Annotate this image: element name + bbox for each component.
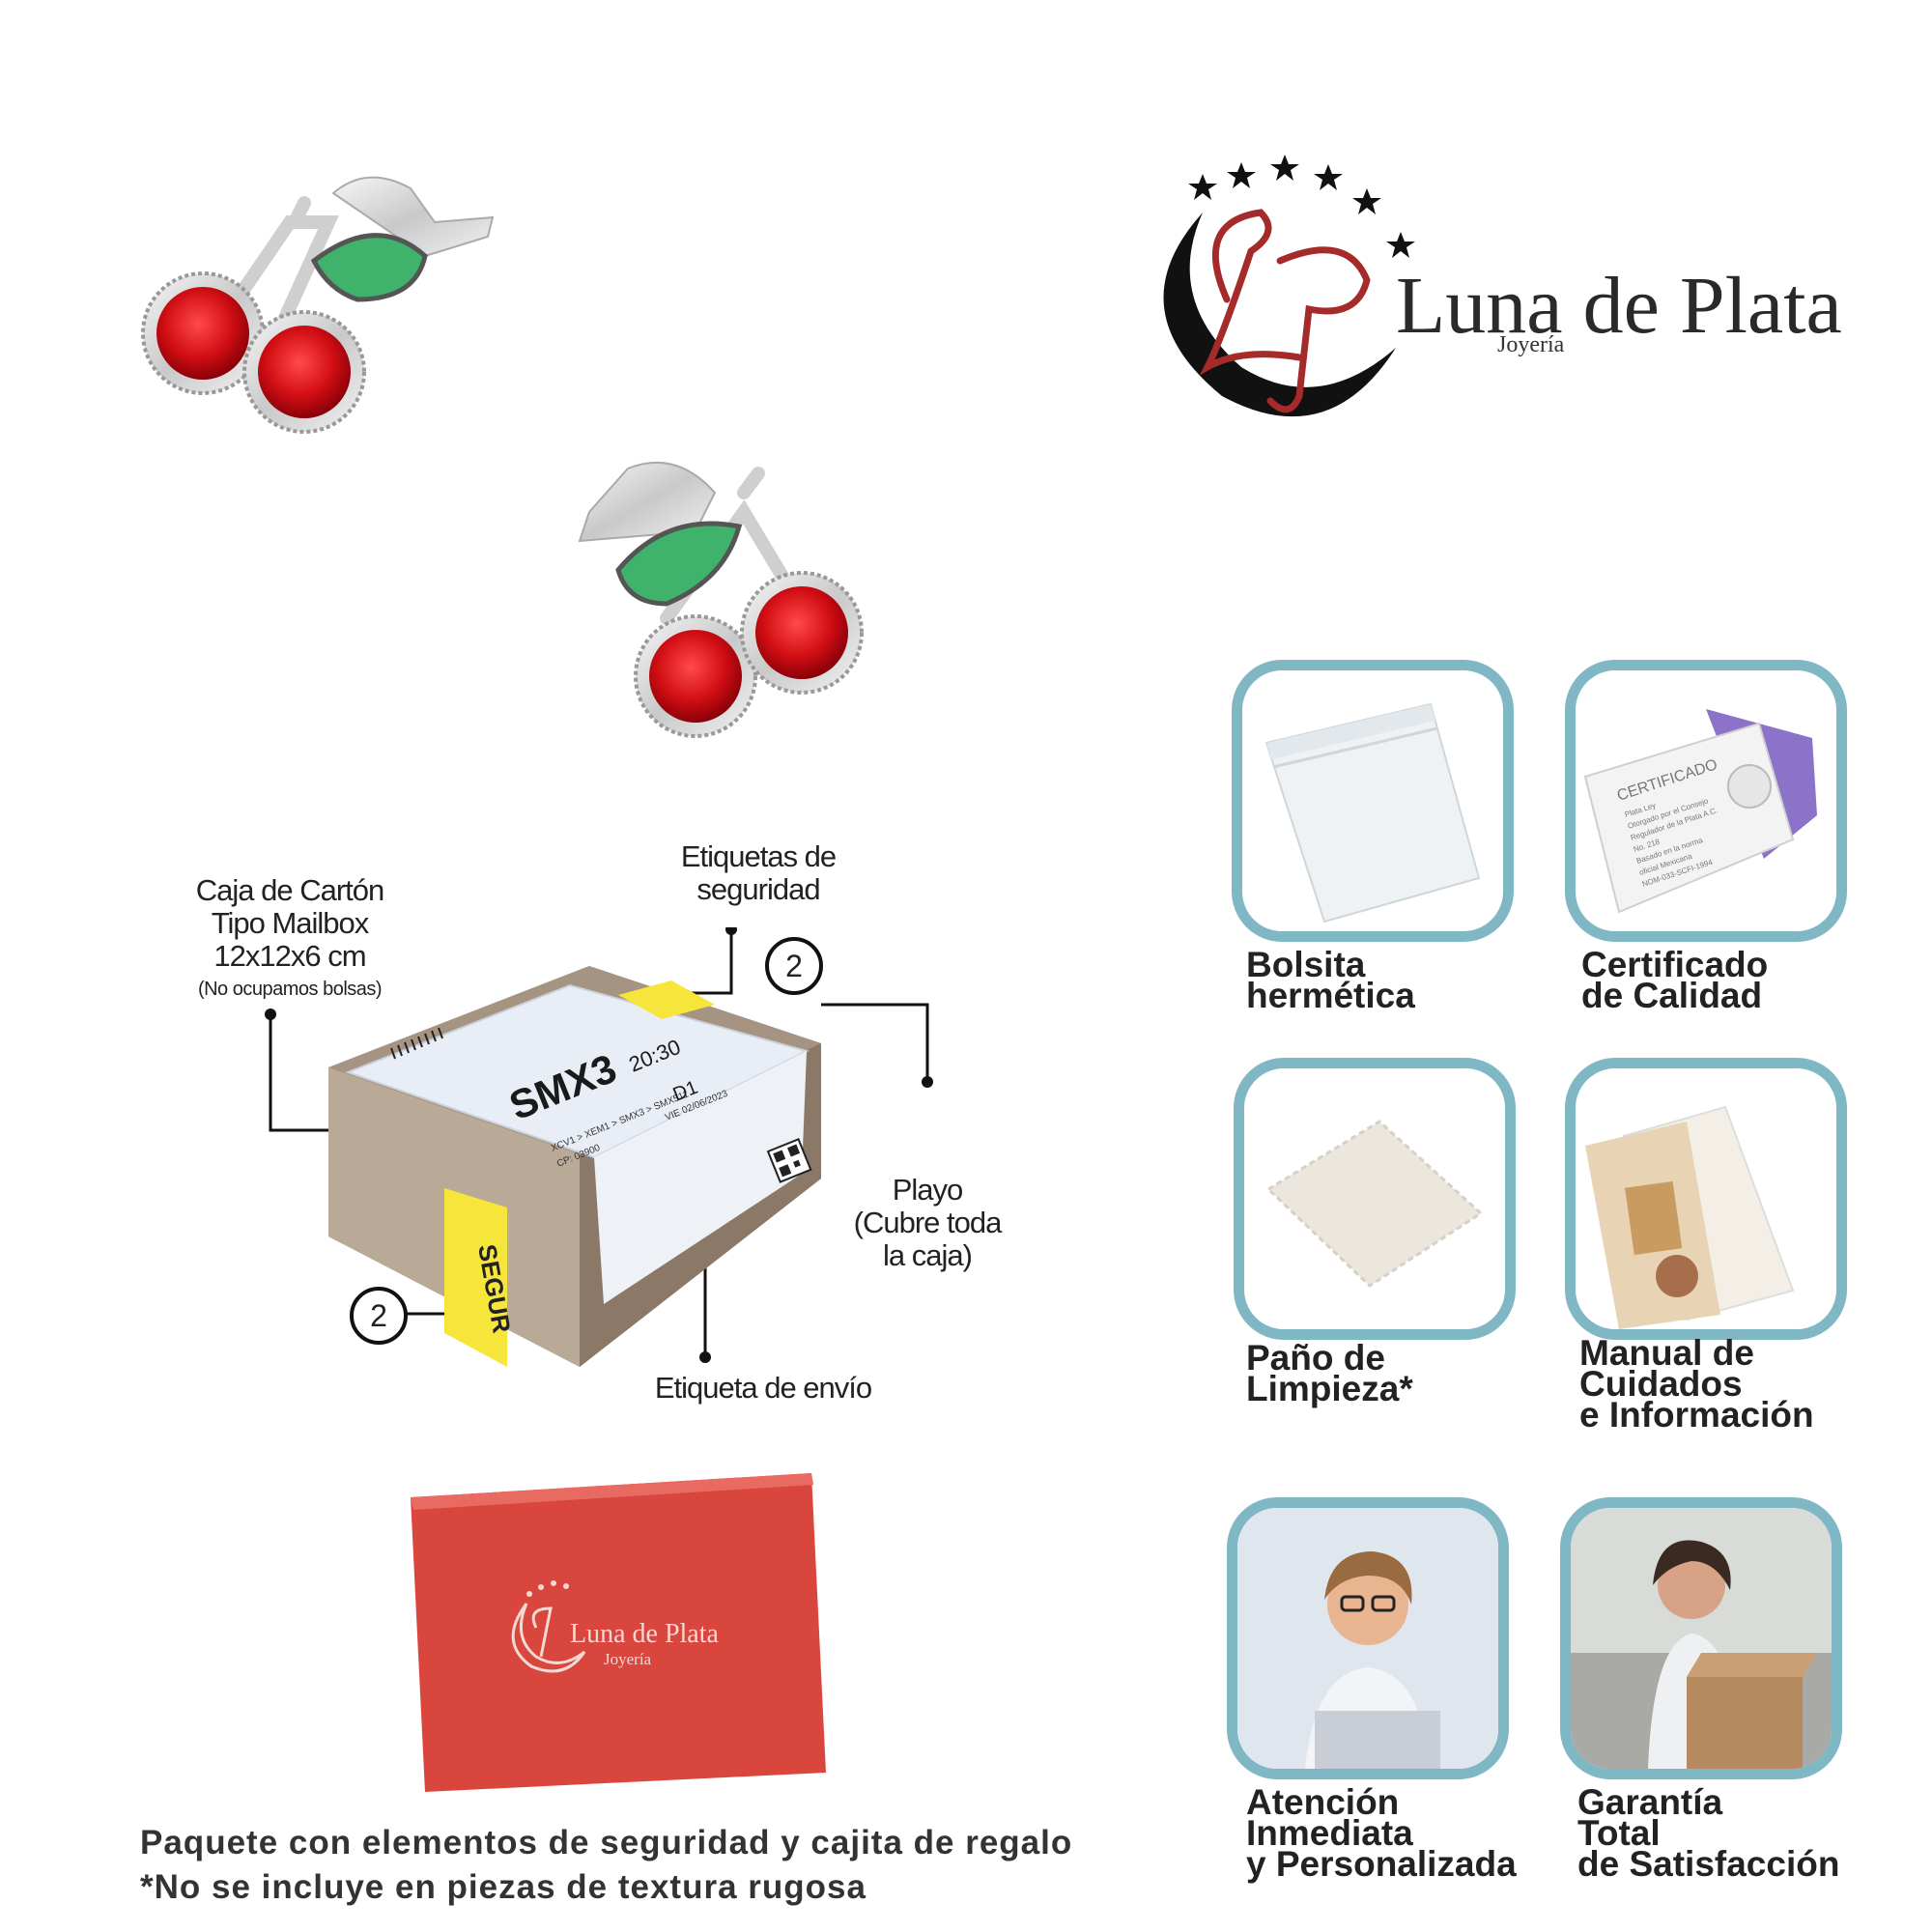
brand-name: Luna de Plata <box>1396 261 1842 351</box>
feature-card-cleaning-cloth <box>1234 1058 1516 1340</box>
feature-card-zip-bag <box>1232 660 1514 942</box>
wrap-label-line-1: Playo <box>892 1173 964 1207</box>
manual-icon <box>1585 1105 1795 1329</box>
certificate-icon: CERTIFICADO Plata Ley Otorgado por el Co… <box>1583 709 1817 914</box>
box-label: Caja de Cartón Tipo Mailbox 12x12x6 cm (… <box>145 874 435 1006</box>
cleaning-cloth-icon <box>1265 1120 1484 1288</box>
cherry-earring-top <box>141 176 495 434</box>
feature-card-satisfaction <box>1560 1497 1842 1779</box>
happy-customer-icon <box>1571 1508 1832 1769</box>
wrap-label-line-3: la caja) <box>883 1238 973 1272</box>
wrap-label: Playo (Cubre toda la caja) <box>821 1174 1034 1272</box>
box-label-line-2: Tipo Mailbox <box>211 906 370 940</box>
cherry-earring-bottom <box>578 461 864 738</box>
security-label: Etiquetas de seguridad <box>633 840 884 906</box>
brand-logo: Luna de Plata Joyería <box>1135 145 1850 435</box>
security-label-line-1: Etiquetas de <box>680 839 837 873</box>
footer-note: Paquete con elementos de seguridad y caj… <box>140 1821 1072 1910</box>
feature-card-certificate: CERTIFICADO Plata Ley Otorgado por el Co… <box>1565 660 1847 942</box>
shipping-label: Etiqueta de envío <box>654 1371 872 1405</box>
moon-stars-icon <box>1163 155 1415 417</box>
gift-box-brand: Luna de Plata <box>570 1619 720 1649</box>
box-label-line-1: Caja de Cartón <box>195 873 385 907</box>
qr-code-icon <box>766 1137 812 1183</box>
wrap-label-line-2: (Cubre toda <box>853 1206 1003 1239</box>
zip-bag-icon <box>1264 702 1481 923</box>
feature-card-support <box>1227 1497 1509 1779</box>
footer-line-2: *No se incluye en piezas de textura rugo… <box>140 1868 867 1906</box>
security-count-badge-bottom: 2 <box>350 1287 408 1345</box>
security-count-badge-top: 2 <box>765 937 823 995</box>
security-label-line-2: seguridad <box>696 872 820 906</box>
shipping-box: SEGUR SMX3 20:30 XCV1 > XEM1 > SMX3 > SM… <box>265 927 933 1367</box>
brand-subtitle: Joyería <box>1497 332 1565 357</box>
gift-box-subtitle: Joyería <box>604 1650 652 1668</box>
box-note: (No ocupamos bolsas) <box>197 979 383 1000</box>
box-label-line-3: 12x12x6 cm <box>213 939 366 973</box>
feature-card-manual <box>1565 1058 1847 1340</box>
footer-line-1: Paquete con elementos de seguridad y caj… <box>140 1824 1073 1861</box>
gift-box: Luna de Plata Joyería <box>411 1473 826 1792</box>
support-agent-icon <box>1237 1508 1498 1769</box>
